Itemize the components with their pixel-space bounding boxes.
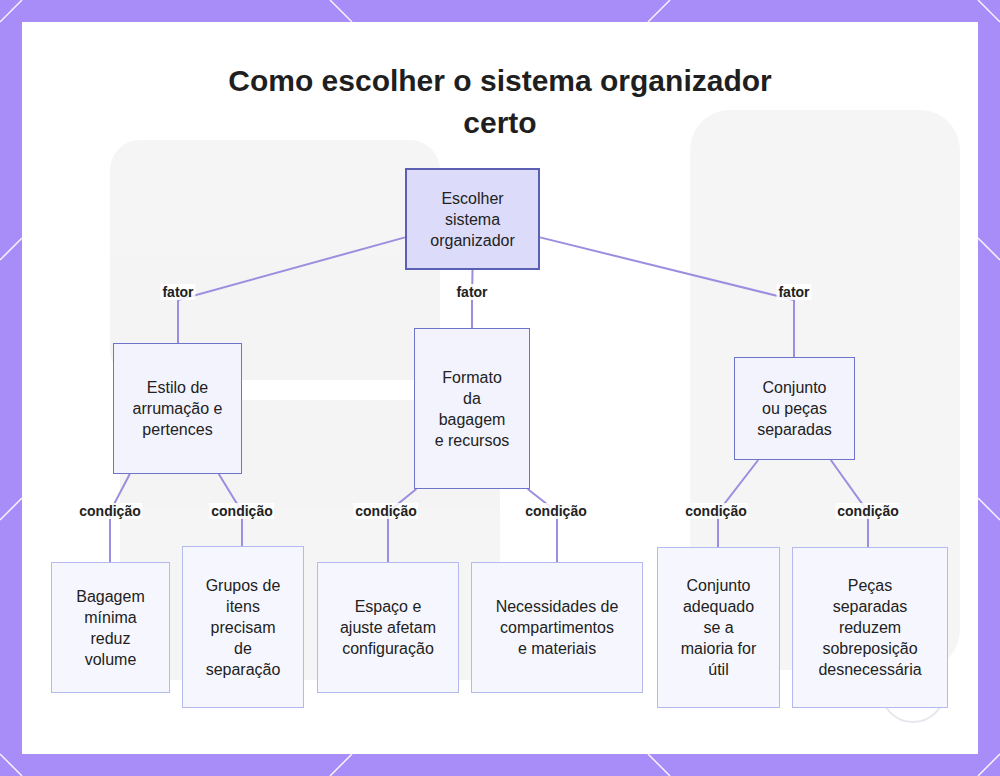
connector-line: [528, 489, 557, 562]
condition-box: Espaço e ajuste afetam configuração: [317, 562, 459, 693]
factor-box: Conjunto ou peças separadas: [734, 357, 855, 460]
condition-box: Necessidades de compartimentos e materia…: [471, 562, 643, 693]
condition-box: Bagagem mínima reduz volume: [51, 562, 170, 693]
diagram-title: Como escolher o sistema organizador cert…: [200, 60, 800, 144]
card-background: [22, 22, 978, 754]
node-text: Conjunto ou peças separadas: [754, 377, 836, 440]
edge-label: condição: [353, 503, 418, 519]
node-text: Escolher sistema organizador: [425, 188, 520, 251]
node-text: Peças separadas reduzem sobreposição des…: [815, 575, 925, 680]
edge-label: fator: [776, 284, 811, 300]
edge-label: condição: [683, 503, 748, 519]
condition-box: Conjunto adequado se a maioria for útil: [657, 547, 780, 708]
edge-label: condição: [523, 503, 588, 519]
edge-label: condição: [77, 503, 142, 519]
root-box: Escolher sistema organizador: [405, 168, 540, 270]
node-text: Estilo de arrumação e pertences: [133, 377, 223, 440]
condition-box: Peças separadas reduzem sobreposição des…: [792, 547, 948, 708]
edge-label: condição: [835, 503, 900, 519]
edge-label: fator: [454, 284, 489, 300]
node-text: Conjunto adequado se a maioria for útil: [680, 575, 758, 680]
node-text: Grupos de itens precisam de separação: [201, 575, 285, 680]
edge-label: condição: [209, 503, 274, 519]
condition-box: Grupos de itens precisam de separação: [182, 546, 304, 708]
factor-box: Formato da bagagem e recursos: [414, 328, 530, 489]
connector-line: [388, 489, 416, 562]
node-text: Necessidades de compartimentos e materia…: [495, 596, 619, 659]
node-text: Bagagem mínima reduz volume: [72, 586, 150, 670]
connector-line: [178, 237, 405, 343]
edge-label: fator: [160, 284, 195, 300]
factor-box: Estilo de arrumação e pertences: [113, 343, 242, 474]
node-text: Formato da bagagem e recursos: [434, 367, 510, 451]
node-text: Espaço e ajuste afetam configuração: [339, 596, 437, 659]
connector-line: [540, 237, 794, 357]
